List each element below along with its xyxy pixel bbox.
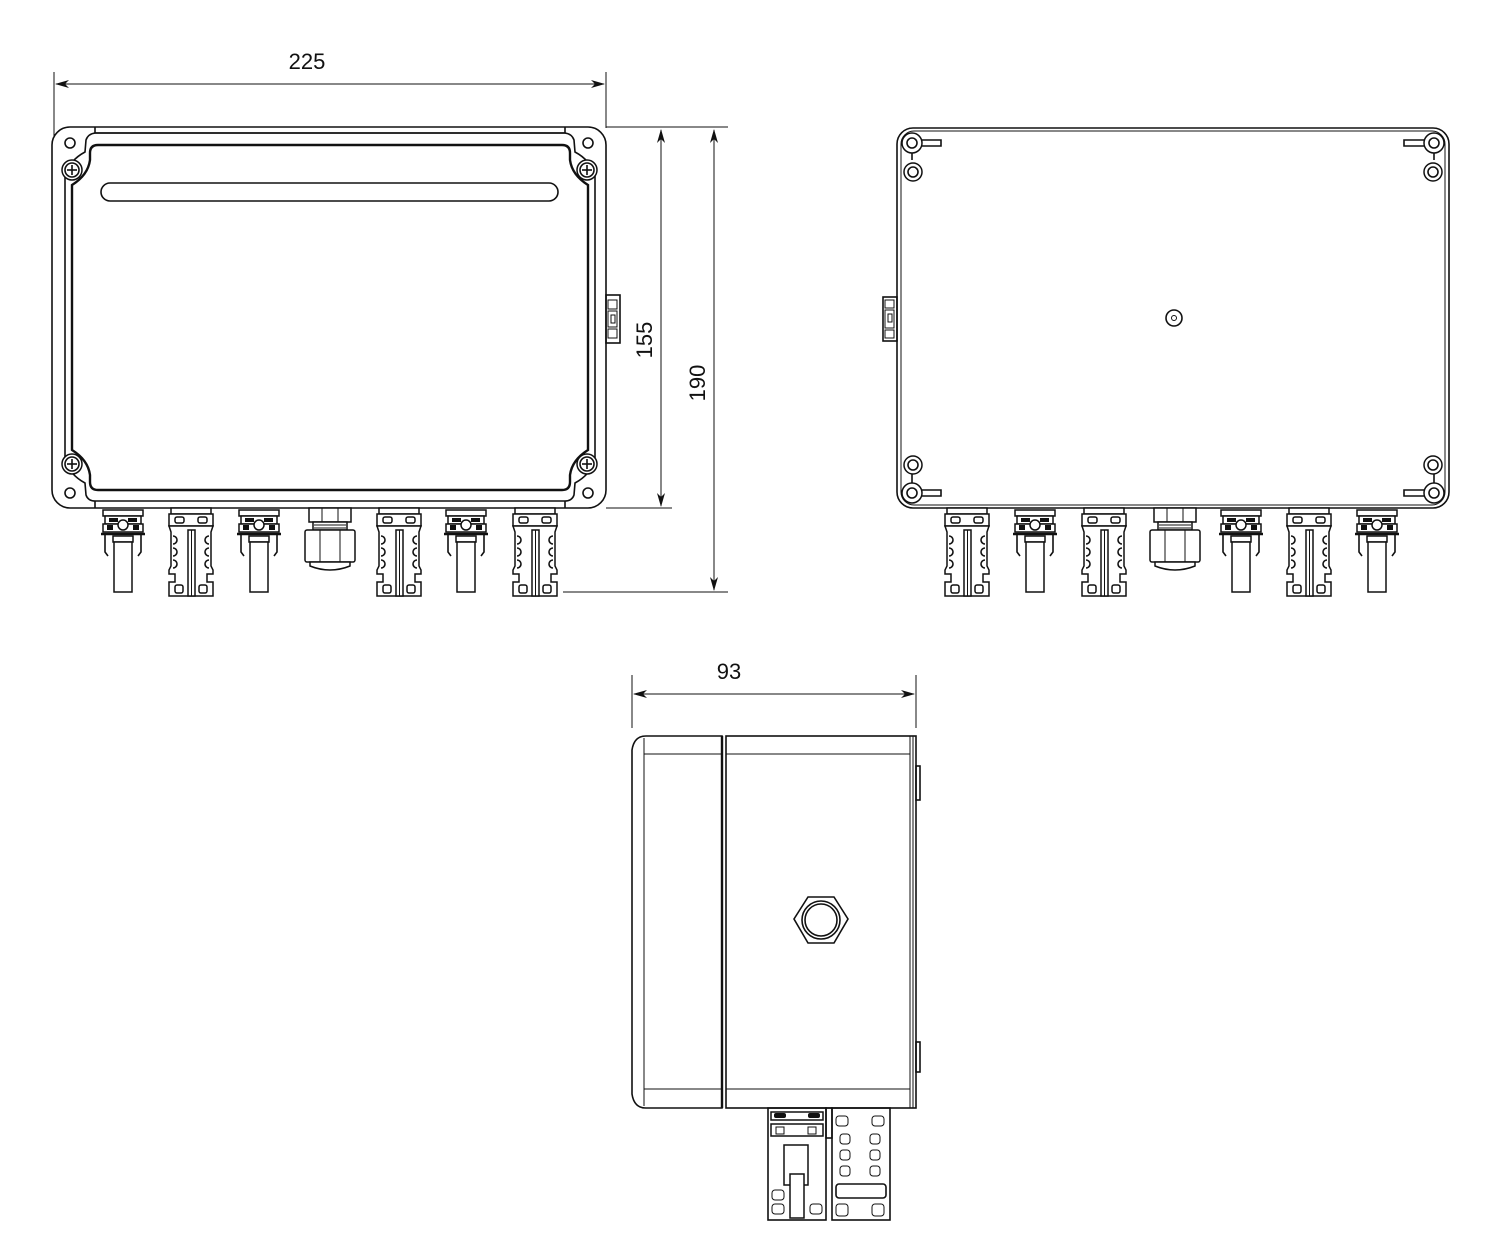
mc4-female-connector — [168, 507, 214, 597]
base-outline — [896, 127, 1450, 509]
dimension-inner-height-label: 155 — [632, 322, 657, 359]
mc4-female-connector — [512, 507, 558, 597]
rear-view — [882, 127, 1450, 597]
side-view: 93 — [631, 659, 921, 1221]
cable-gland — [1149, 507, 1201, 571]
screw-icon — [576, 453, 598, 475]
dimension-depth: 93 — [631, 659, 917, 728]
front-connectors — [99, 507, 558, 597]
label-slot — [100, 182, 559, 202]
rear-connectors — [944, 507, 1401, 597]
side-connectors — [767, 1107, 891, 1221]
front-view: 225 — [51, 49, 728, 597]
mc4-male-connector — [235, 508, 283, 594]
mc4-female-connector — [1286, 507, 1332, 597]
case-outline — [51, 126, 607, 509]
cable-gland — [304, 507, 356, 571]
screw-icon — [61, 453, 83, 475]
dimension-width: 225 — [53, 49, 607, 136]
side-latch — [882, 296, 898, 342]
dimension-total-height-label: 190 — [685, 365, 710, 402]
mc4-female-connector — [1081, 507, 1127, 597]
mc4-female-connector — [376, 507, 422, 597]
dimension-heights: 155 190 — [563, 126, 728, 593]
mc4-male-connector — [442, 508, 490, 594]
dimension-depth-label: 93 — [717, 659, 741, 684]
mc4-male-connector — [1353, 508, 1401, 594]
mc4-male-connector — [1217, 508, 1265, 594]
dimension-width-label: 225 — [289, 49, 326, 74]
mc4-male-connector — [1011, 508, 1059, 594]
screw-icon — [576, 159, 598, 181]
mc4-female-connector — [944, 507, 990, 597]
side-latch — [605, 294, 621, 344]
mc4-male-connector — [99, 508, 147, 594]
screw-icon — [61, 159, 83, 181]
